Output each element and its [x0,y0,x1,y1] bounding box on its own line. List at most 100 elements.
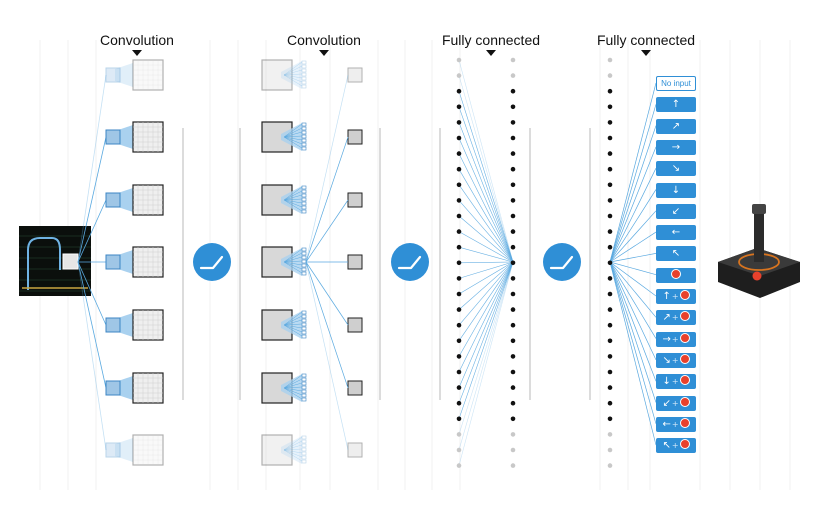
action-no-input: No input [656,76,696,91]
direction-arrow-icon: → [662,333,671,345]
filter-bank-cell [301,80,307,85]
filter-connection [283,261,303,266]
fc-neuron [607,291,613,297]
fc-neuron [456,447,462,453]
fc-neuron [456,151,462,156]
fc1-connection [458,261,514,435]
direction-arrow-icon: ↓ [671,184,681,196]
filter-bank-cell [301,122,307,127]
fc-neuron [456,463,462,468]
direction-arrow-icon: ↗ [671,120,681,132]
filter-projection [115,63,133,87]
header-fc-2-arrow-icon [641,50,651,56]
direction-arrow-icon: ↖ [662,440,671,452]
fc2-connection [609,125,657,263]
fc-neuron [510,276,516,281]
filter-bank-cell [301,189,307,194]
fc2-connection [609,261,657,318]
pooled-feature [347,192,363,208]
fc-neuron [456,400,462,406]
filter-connection [283,386,303,389]
filter-connection [283,436,303,451]
filter-bank-cell [301,251,307,256]
fc2-connection [609,261,657,382]
fc-neuron [510,57,516,63]
fc-neuron [456,166,462,172]
fc-neuron [456,260,462,266]
direction-arrow-icon: ↖ [671,248,681,260]
fc-neuron [607,260,613,266]
action-left-arrow-icon: ← [656,225,696,241]
filter-connection [283,198,303,201]
fc2-connection [609,231,657,263]
fc-neuron [607,447,613,453]
fire-button-icon [679,439,690,450]
fc1-connection [458,246,514,263]
filter-connection [283,252,303,263]
fc-neuron [607,354,613,359]
fc-neuron [456,198,462,203]
fc-neuron [510,213,516,219]
action-up-right-fire-icon: ↗+ [656,310,696,326]
fc2-connection [609,261,657,446]
fc1-connection [458,75,514,263]
fc1-connection [458,106,514,263]
fc1-connection [458,122,514,263]
filter-bank-cell [301,385,307,390]
relu-activation-icon [193,243,231,281]
filter-connection [283,123,303,138]
filter-bank-cell [301,205,307,210]
fc-neuron [607,229,613,234]
direction-arrow-icon: ↘ [671,163,681,175]
screen-track-shape [27,237,61,290]
filter-bank-cell [301,459,307,464]
fc1-connection [458,153,514,263]
direction-arrow-icon: ↙ [671,205,681,217]
direction-arrow-icon: → [671,141,681,153]
input-connection [77,136,107,263]
plus-icon: + [671,419,679,429]
fc1-connection [458,91,514,263]
plus-icon: + [671,441,679,451]
fc-neuron [607,104,613,110]
filter-connection [283,387,303,396]
fc-neuron [607,338,613,344]
filter-bank-cell [301,326,307,331]
fc1-connection [458,261,514,466]
feature-map-stack [261,434,293,466]
filter-bank-cell [301,197,307,202]
filter-bank-cell [301,142,307,147]
feature-map [132,434,164,466]
input-connection [77,261,107,326]
conv2-connection [305,74,349,263]
conv-filter [105,192,121,208]
direction-arrow-icon: ↑ [662,291,671,302]
fc-neuron [510,369,516,375]
header-conv-1: Convolution [95,32,179,56]
filter-connection [283,74,303,87]
conv2-connection [305,261,349,389]
filter-projection [115,438,133,462]
filter-projection [281,374,302,402]
filter-bank-cell [301,263,307,268]
filter-bank-cell [301,443,307,448]
direction-arrow-icon: ← [662,418,671,430]
action-down-right-arrow-icon: ↘ [656,161,696,177]
fc-neuron [456,213,462,219]
plus-icon: + [671,398,679,408]
direction-arrow-icon: ↑ [671,99,681,111]
filter-connection [283,194,303,201]
filter-connection [283,324,303,333]
filter-bank-cell [301,126,307,131]
filter-projection [281,311,302,339]
fc1-connection [458,184,514,263]
fc-neuron [607,182,613,188]
filter-projection [281,61,302,89]
filter-connection [283,61,303,76]
conv2-connection [305,136,349,263]
filter-connection [283,135,303,138]
filter-connection [283,190,303,201]
fc1-connection [458,261,514,264]
fc1-connection [458,261,514,357]
filter-bank-cell [301,435,307,440]
